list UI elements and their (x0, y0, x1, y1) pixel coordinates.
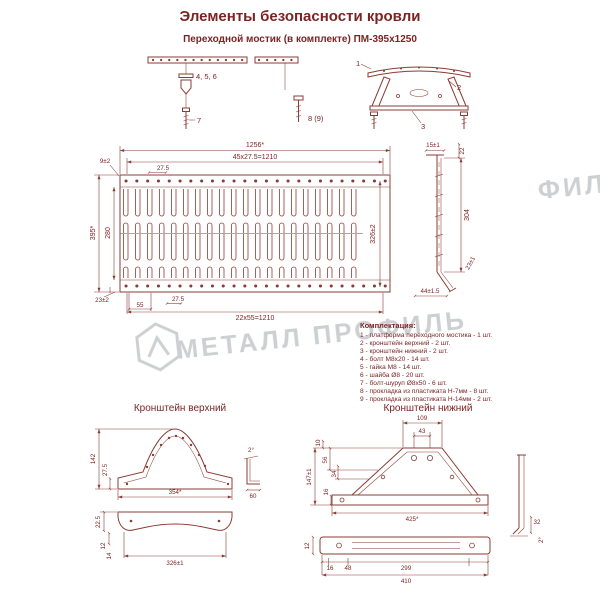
parts-item-2: 2 - кронштейн верхний - 2 шт. (360, 339, 450, 347)
parts-item-9: 9 - прокладка из пластиката Н-14мм - 2 ш… (360, 396, 492, 403)
dim-27-5: 27.5 (102, 463, 109, 476)
dim-410: 410 (401, 578, 412, 585)
dim-hole-pitch: 45х27.5=1210 (233, 154, 278, 161)
parts-item-6: 6 - шайба Ø8 - 20 шт. (360, 371, 425, 379)
dim-22-5: 22.5 (95, 515, 102, 528)
dim-bend: 23±1 (464, 255, 477, 271)
header: Элементы безопасности кровли Переходной … (180, 8, 421, 45)
dim-height: 304 (464, 209, 471, 221)
dim-60: 60 (250, 493, 257, 500)
lower-bracket-end-view (510, 454, 533, 537)
slot-field-lower (123, 234, 361, 278)
metall-profil-logo-hexagon (135, 322, 181, 372)
dim-inner-height: 280 (105, 227, 112, 239)
upper-bracket-title: Кронштейн верхний (134, 403, 226, 414)
dim-12-upper: 12 (100, 542, 107, 549)
dim-56: 56 (322, 456, 329, 463)
foot-screw-left (370, 111, 378, 129)
rail-segment-left (147, 56, 248, 64)
metall-profil-logo-chevron (147, 334, 171, 358)
parts-item-7: 7 - болт-шуруп Ø8х50 - 6 шт. (360, 379, 447, 387)
dim-slot-offset: 27.5 (172, 296, 185, 303)
lower-bracket-plate-view (319, 536, 491, 555)
callout-gasket: 8 (9) (308, 114, 324, 123)
dim-total-height: 395* (90, 226, 97, 241)
section-view: 1 2 3 (356, 59, 471, 131)
dim-slot-width: 55 (137, 302, 144, 309)
upper-bracket-front-view (117, 511, 233, 531)
callout-lower-bracket: 3 (421, 122, 425, 131)
slot-field-upper (123, 189, 361, 233)
foot-screw-right (460, 111, 468, 129)
lower-bracket-title: Кронштейн нижний (384, 403, 473, 414)
leader-2 (448, 80, 457, 88)
dim-147: 147±1 (306, 468, 313, 486)
page-title: Элементы безопасности кровли (180, 8, 421, 25)
dim-mount-height: 326±2 (370, 224, 377, 244)
dim-16-side: 16 (323, 488, 330, 495)
callout-platform: 1 (356, 59, 360, 68)
section-leg-right (447, 76, 467, 109)
parts-list-title: Комплектация: (360, 321, 416, 330)
dim-326: 326±1 (166, 560, 184, 567)
callout-screw: 7 (197, 116, 201, 125)
gasket-bolt (284, 63, 304, 122)
dim-angle-lower: 2° (538, 537, 545, 543)
lower-bracket-foot (331, 494, 489, 506)
dim-109: 109 (417, 415, 428, 422)
dim-bottom-offset: 23±2 (95, 297, 109, 304)
parts-item-5: 5 - гайка М8 - 14 шт. (360, 363, 421, 371)
dim-12-lower: 12 (304, 542, 311, 549)
parts-item-4: 4 - болт М8х20 - 14 шт. (360, 355, 430, 363)
screw-item (182, 107, 190, 129)
leader-1 (360, 63, 372, 70)
dim-142: 142 (90, 453, 97, 464)
dim-425: 425* (406, 516, 419, 523)
plan-view: 1256* 45х27.5=1210 27.5 9±2 395* 280 326… (90, 142, 391, 322)
dim-34: 34 (331, 470, 338, 477)
profile-view: 15±1 22 304 23±1 44±1.5 (413, 142, 477, 298)
bolt-assembly (178, 63, 194, 110)
rail-segment-right (254, 56, 299, 64)
callout-fasteners: 4, 5, 6 (196, 72, 217, 81)
dim-hole-spacing: 27.5 (157, 165, 170, 172)
parts-item-1: 1 - платформа переходного мостика - 1 шт… (360, 332, 492, 339)
lower-bracket-view: Кронштейн нижний 109 43 10 56 34 147±1 1… (304, 403, 545, 585)
parts-item-3: 3 - кронштейн нижний - 2 шт. (360, 347, 448, 355)
profile-bend (436, 271, 451, 292)
dim-edge-offset: 9±2 (100, 158, 111, 165)
dim-total-width: 1256* (246, 142, 265, 149)
upper-bracket-arch (117, 428, 233, 490)
lower-bracket-body (350, 447, 480, 496)
section-oval-hole (409, 89, 429, 97)
dim-299: 299 (401, 565, 412, 572)
section-platform (367, 66, 471, 78)
dim-10: 10 (315, 439, 322, 446)
dim-foot: 44±1.5 (421, 288, 440, 295)
dim-16-bottom: 16 (327, 565, 334, 572)
dim-angle-upper: 2° (248, 447, 254, 454)
dim-14-upper: 14 (106, 552, 113, 559)
dim-43: 43 (419, 428, 426, 435)
dim-flange: 15±1 (426, 142, 440, 149)
callout-upper-bracket: 2 (457, 83, 461, 92)
section-leg-left (371, 76, 391, 109)
dim-slot-pitch: 22х55=1210 (236, 315, 275, 322)
dim-top: 22 (459, 147, 466, 154)
leader-3 (411, 110, 422, 124)
page-subtitle: Переходной мостик (в комплекте) ПМ-395х1… (183, 34, 417, 45)
upper-bracket-end-view (243, 455, 262, 492)
dim-354: 354* (169, 489, 182, 496)
watermark-partial-text: ФИЛЬ (536, 166, 600, 205)
section-base-bar (369, 105, 469, 111)
parts-list: Комплектация: 1 - платформа переходного … (360, 321, 492, 403)
exploded-view: 4, 5, 6 7 8 (9) (147, 56, 324, 129)
dim-48: 48 (345, 565, 352, 572)
upper-bracket-view: Кронштейн верхний 142 27.5 354* 2° 60 (90, 403, 262, 567)
dim-32: 32 (534, 519, 541, 526)
parts-item-8: 8 - прокладка из пластиката Н-7мм - 8 шт… (360, 388, 489, 395)
